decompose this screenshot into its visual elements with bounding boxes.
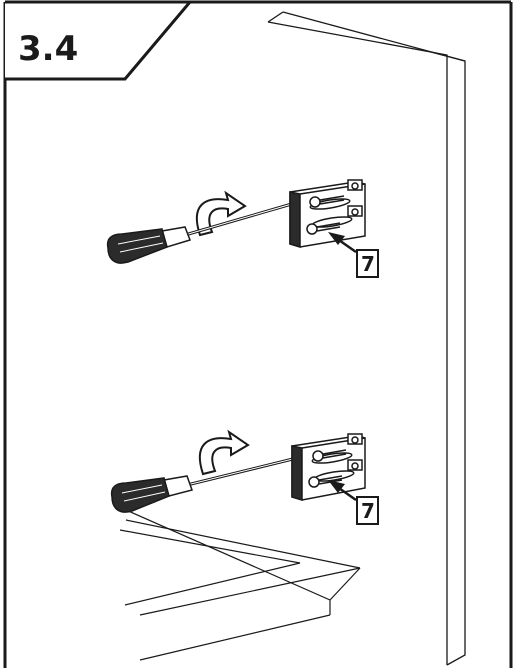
lower-hinge-assembly: 7: [110, 429, 379, 525]
upper-hinge-assembly: 7: [106, 179, 379, 278]
callout-arrow-icon: [328, 232, 357, 254]
screwdriver-icon: [110, 454, 306, 513]
cabinet-side-panel: [267, 11, 466, 666]
step-badge: 3.4: [5, 0, 194, 81]
part-number-label: 7: [361, 252, 375, 276]
part-callout-lower: 7: [356, 496, 379, 525]
step-number: 3.4: [18, 29, 78, 69]
part-number-label: 7: [361, 499, 375, 523]
screw-icon: [306, 195, 345, 235]
part-callout-upper: 7: [356, 249, 379, 278]
callout-arrow-icon: [328, 480, 357, 502]
screw-icon: [308, 449, 347, 488]
cabinet-bottom-frame: [119, 509, 361, 661]
rotation-arrow-icon: [198, 429, 250, 476]
rotation-arrow-icon: [195, 190, 247, 237]
hinge-mounting-plate-icon: [291, 433, 366, 502]
hinge-mounting-plate-icon: [289, 179, 366, 249]
screwdriver-icon: [106, 199, 303, 264]
